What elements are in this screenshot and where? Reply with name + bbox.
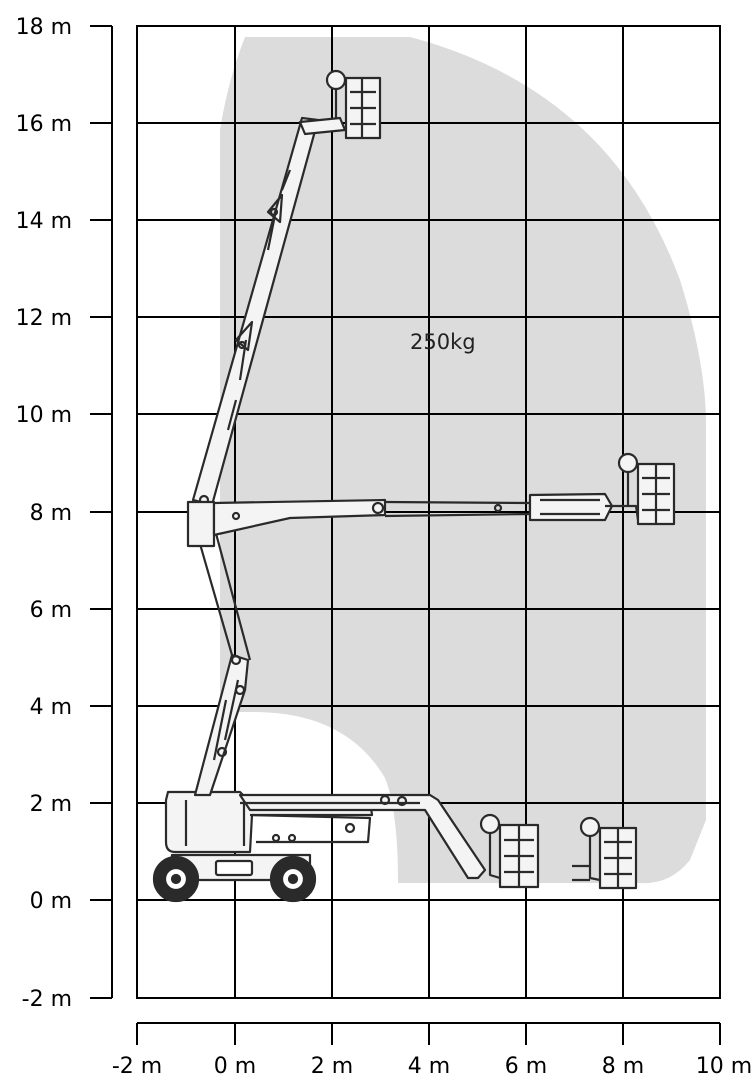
y-tick-label: 14 m [16, 209, 72, 234]
y-tick-label: 4 m [30, 695, 72, 720]
x-tick-label: 8 m [602, 1054, 644, 1079]
boom-lift-illustration [152, 69, 676, 903]
y-tick-label: 12 m [16, 306, 72, 331]
load-capacity-label: 250kg [410, 330, 476, 354]
stowed-boom [238, 793, 487, 880]
y-tick-label: 2 m [30, 792, 72, 817]
y-tick-label: 10 m [16, 403, 72, 428]
y-tick-label: -2 m [22, 987, 72, 1012]
y-tick-labels: 18 m 16 m 14 m 12 m 10 m 8 m 6 m 4 m 2 m… [16, 15, 72, 1012]
platform-basket-extended [572, 816, 638, 890]
y-axis [90, 25, 113, 999]
x-tick-label: 4 m [408, 1054, 450, 1079]
platform-basket-mid [617, 452, 676, 526]
platform-basket-stowed [479, 813, 540, 889]
y-tick-label: 6 m [30, 598, 72, 623]
working-envelope [220, 37, 706, 884]
x-tick-label: 0 m [214, 1054, 256, 1079]
y-tick-label: 8 m [30, 501, 72, 526]
x-axis [136, 1022, 721, 1045]
x-tick-label: 2 m [311, 1054, 353, 1079]
x-tick-label: 6 m [505, 1054, 547, 1079]
x-tick-label: -2 m [112, 1054, 162, 1079]
horizontal-boom [186, 492, 640, 548]
x-tick-labels: -2 m 0 m 2 m 4 m 6 m 8 m 10 m [112, 1054, 752, 1079]
x-tick-label: 10 m [696, 1054, 752, 1079]
y-tick-label: 16 m [16, 112, 72, 137]
wheel-icon [152, 855, 200, 903]
wheel-icon [269, 855, 317, 903]
y-tick-label: 18 m [16, 15, 72, 40]
y-tick-label: 0 m [30, 889, 72, 914]
platform-basket-top [298, 69, 382, 140]
